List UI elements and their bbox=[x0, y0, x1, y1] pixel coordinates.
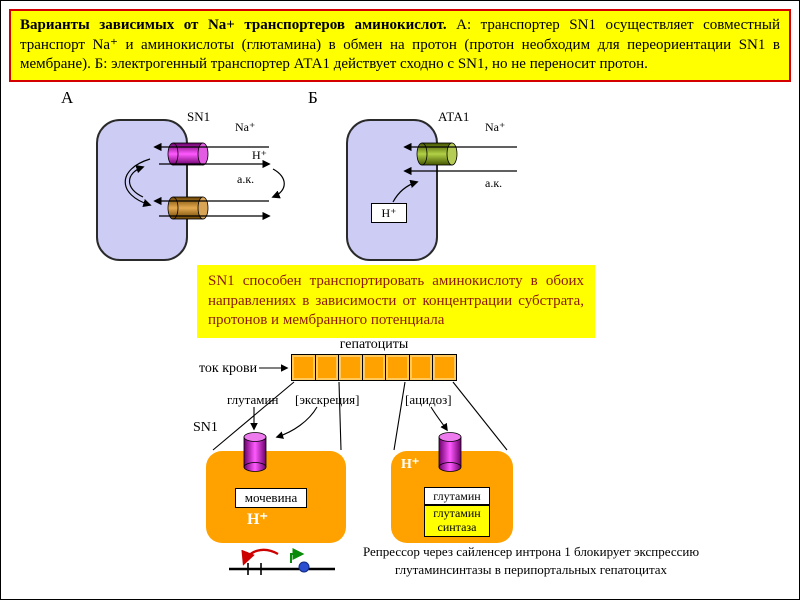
perivenous-glutamine-box: глутамин bbox=[424, 487, 490, 505]
urea-box: мочевина bbox=[235, 488, 307, 508]
sn1-bottom-label: SN1 bbox=[193, 420, 218, 435]
excretion-label: [экскреция] bbox=[295, 392, 360, 407]
panel-a-na-label: Na⁺ bbox=[235, 120, 256, 134]
cell-b bbox=[346, 119, 438, 261]
panel-a-h-label: Н⁺ bbox=[252, 148, 267, 162]
glutamine-synthase-box: глутамин синтаза bbox=[424, 505, 490, 537]
panel-b-letter: Б bbox=[308, 88, 318, 107]
blood-flow-label: ток крови bbox=[199, 361, 258, 376]
promoter-arrow-icon bbox=[290, 548, 305, 563]
cell-a bbox=[96, 119, 188, 261]
repressor-arrow-icon bbox=[241, 548, 279, 566]
hepatocyte-cell bbox=[362, 355, 387, 380]
hepatocyte-cell bbox=[339, 355, 363, 380]
periportal-h-label: Н⁺ bbox=[247, 511, 268, 528]
note-box: SN1 способен транспортировать аминокисло… bbox=[197, 265, 595, 338]
footnote-line-2: глутаминсинтазы в перипортальных гепатоц… bbox=[394, 561, 668, 577]
transporter-b-label: АТА1 bbox=[438, 109, 470, 124]
panel-b-aa-label: а.к. bbox=[485, 176, 503, 190]
panel-b-na-label: Na⁺ bbox=[485, 120, 506, 134]
zoom-line-right-outer bbox=[452, 381, 508, 451]
zoom-line-right-inner bbox=[393, 381, 406, 451]
excretion-arrow bbox=[275, 406, 318, 439]
title-block: Варианты зависимых от Na+ транспортеров … bbox=[9, 9, 791, 82]
panel-b-h-box: Н⁺ bbox=[371, 203, 407, 223]
perivenous-h-label: Н⁺ bbox=[401, 457, 420, 472]
gene-silencer-diagram bbox=[229, 548, 335, 575]
hepatocyte-cell bbox=[386, 355, 410, 380]
hepatocyte-row bbox=[291, 354, 457, 381]
acidosis-label: [ацидоз] bbox=[405, 392, 452, 407]
hepatocyte-cell bbox=[292, 355, 316, 380]
hepatocyte-cell bbox=[315, 355, 340, 380]
hepatocyte-cell bbox=[433, 355, 457, 380]
title-lead: Варианты зависимых от Na+ транспортеров … bbox=[20, 17, 447, 33]
hepatocyte-cell bbox=[409, 355, 434, 380]
repressor-protein-icon bbox=[298, 561, 310, 573]
hepatocytes-label: гепатоциты bbox=[339, 337, 409, 352]
footnote: Репрессор через сайленсер интрона 1 блок… bbox=[356, 543, 706, 578]
title-body: А: транспортер SN1 осуществляет совместн… bbox=[20, 17, 780, 72]
outside-cycle-arc bbox=[271, 168, 285, 199]
footnote-line-1: Репрессор через сайленсер интрона 1 блок… bbox=[362, 544, 700, 559]
panel-a-aa-label: а.к. bbox=[237, 172, 255, 186]
glutamine-label: глутамин bbox=[227, 392, 279, 407]
panel-a-letter: А bbox=[61, 88, 74, 107]
transporter-a-label: SN1 bbox=[187, 109, 211, 124]
acidosis-arrow bbox=[430, 406, 448, 432]
